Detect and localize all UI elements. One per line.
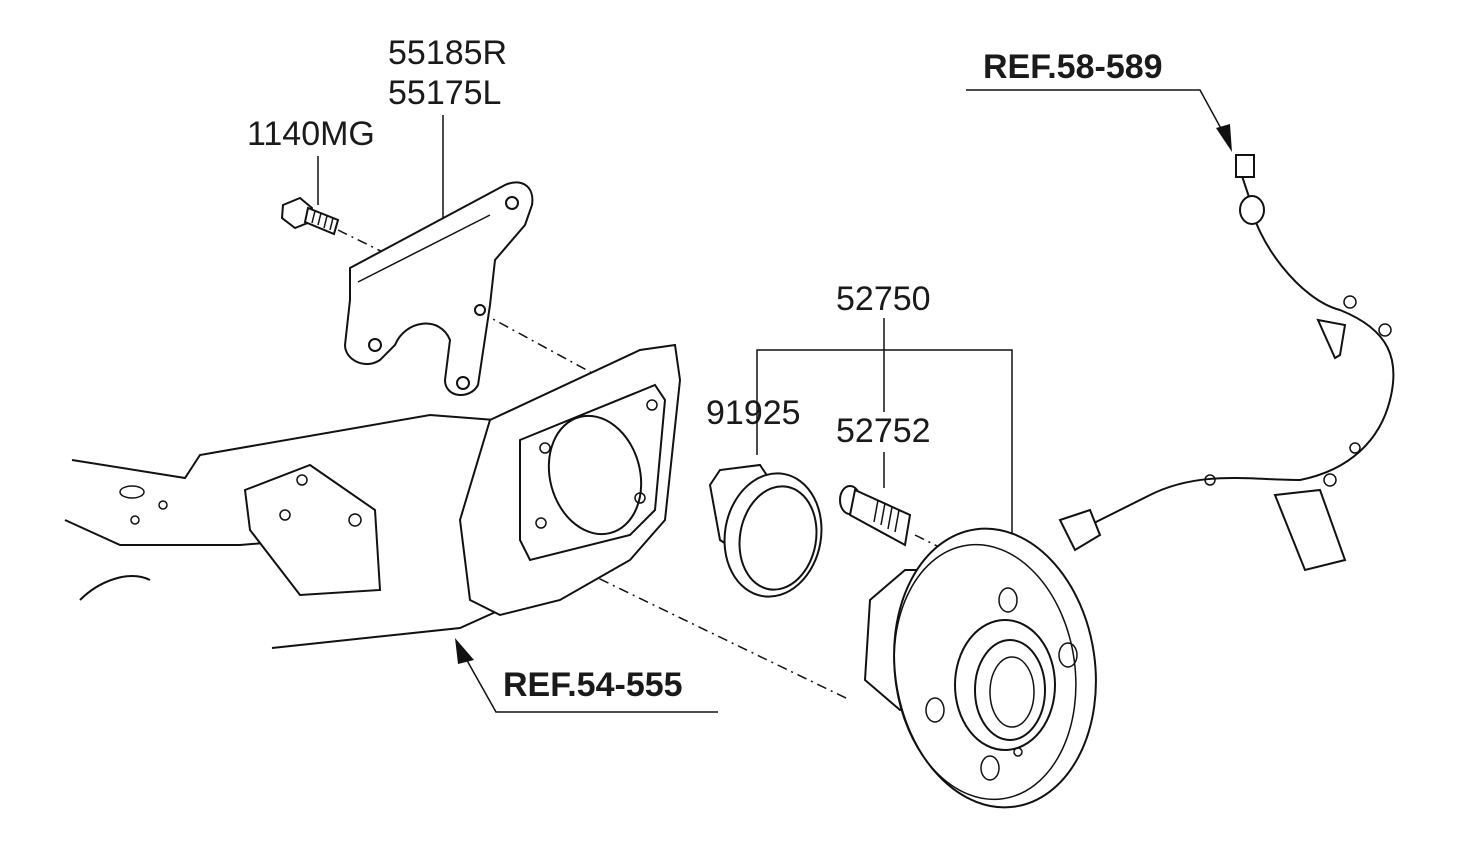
ref-54-555[interactable]: REF.54-555 — [503, 666, 683, 704]
label-1140mg[interactable]: 1140MG — [247, 115, 375, 153]
bearing-91925[interactable] — [708, 463, 831, 604]
abs-sensor-wire[interactable] — [1058, 154, 1395, 572]
knuckle-assembly[interactable] — [64, 343, 682, 649]
leader-lines — [317, 89, 1232, 713]
label-55185r[interactable]: 55185R — [388, 34, 507, 72]
ref-58-589[interactable]: REF.58-589 — [983, 48, 1163, 86]
hub-bolt-52752[interactable] — [839, 485, 912, 547]
label-52752[interactable]: 52752 — [836, 412, 931, 450]
label-55175l[interactable]: 55175L — [388, 74, 501, 112]
label-52750[interactable]: 52750 — [836, 280, 931, 318]
bolt-1140mg[interactable] — [280, 196, 340, 236]
bracket[interactable] — [343, 181, 534, 396]
wheel-hub-52750[interactable] — [863, 515, 1114, 820]
label-91925[interactable]: 91925 — [706, 394, 801, 432]
